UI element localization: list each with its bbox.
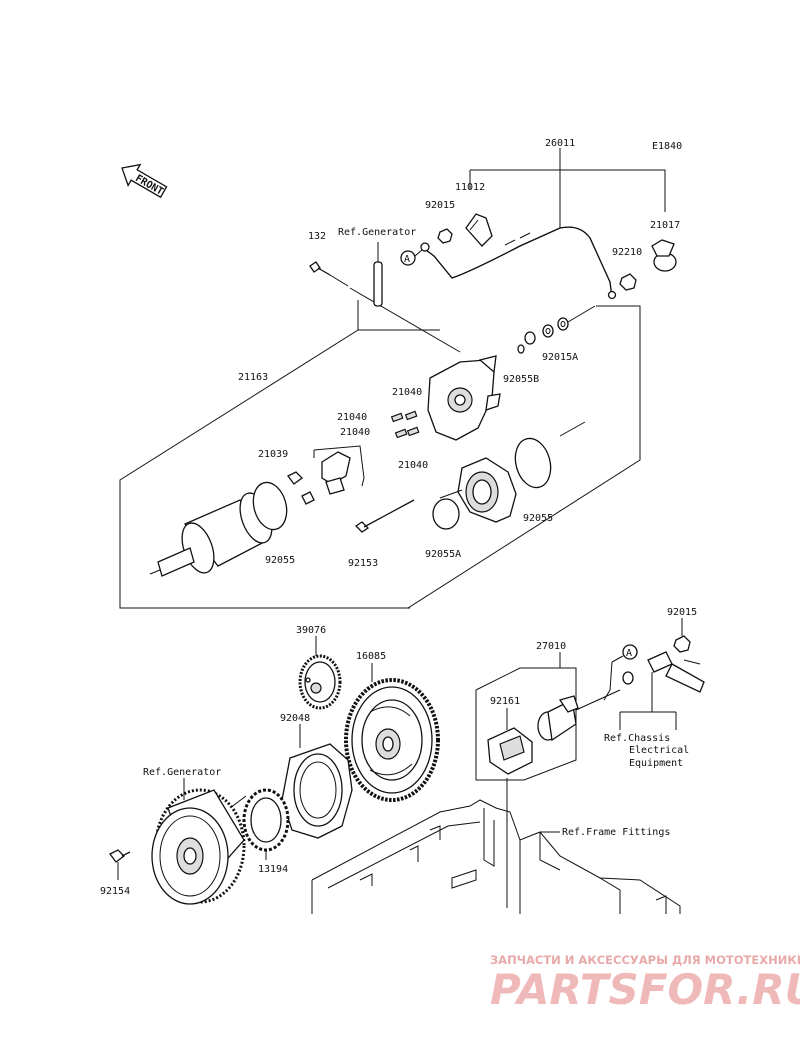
nut-92015-right [673, 635, 691, 653]
label-ref-chassis-1: Ref.Chassis [604, 733, 670, 744]
starter-motor-body [149, 492, 273, 577]
front-housing [432, 421, 586, 530]
part-labels: 26011 11012 92015 21017 92210 132 Ref.Ge… [100, 138, 697, 897]
label-ref-frame-fittings: Ref.Frame Fittings [562, 827, 670, 838]
svg-text:A: A [626, 648, 632, 659]
clutch-13194 [229, 788, 290, 852]
label-21039: 21039 [258, 449, 288, 460]
label-21040-b: 21040 [337, 412, 367, 423]
relay-cover-92161 [487, 727, 533, 775]
gear-39076 [298, 654, 342, 710]
callout-a-top: A [400, 249, 423, 266]
label-92015-right: 92015 [667, 607, 697, 618]
diagram-code: E1840 [652, 141, 682, 152]
label-92161: 92161 [490, 696, 520, 707]
label-92210: 92210 [612, 247, 642, 258]
label-21040-c: 21040 [340, 427, 370, 438]
nut-92015-top [437, 228, 453, 244]
label-92048: 92048 [280, 713, 310, 724]
relay-box [475, 667, 577, 781]
oring-92055-right [514, 437, 552, 489]
front-arrow-icon: FRONT [121, 163, 168, 199]
label-92153: 92153 [348, 558, 378, 569]
bolt-92154 [109, 849, 131, 880]
label-16085: 16085 [356, 651, 386, 662]
generator-rotor [151, 788, 246, 905]
cap-21017 [651, 239, 677, 272]
label-92055-left: 92055 [265, 555, 295, 566]
label-21040-d: 21040 [398, 460, 428, 471]
gear-16085 [344, 678, 440, 802]
label-13194: 13194 [258, 864, 288, 875]
oring-92055-left [252, 481, 288, 531]
brushes-21040 [390, 410, 420, 439]
cable-terminal-right [603, 651, 705, 730]
label-21017: 21017 [650, 220, 680, 231]
oring-92055B [517, 344, 525, 354]
bolt-92153 [354, 499, 415, 533]
label-11012: 11012 [455, 182, 485, 193]
cable-assembly-26011 [420, 148, 666, 300]
label-92154: 92154 [100, 886, 130, 897]
starter-box [119, 300, 641, 609]
label-92055B: 92055B [503, 374, 539, 385]
label-ref-generator-bottom: Ref.Generator [143, 767, 221, 778]
watermark-brand: PARTSFOR.RU [490, 965, 800, 1014]
bolt-132 [309, 261, 461, 353]
washers-92015A [524, 305, 596, 345]
nut-92210 [619, 273, 637, 291]
oring-92055A [432, 498, 460, 530]
label-27010: 27010 [536, 641, 566, 652]
brush-holder-21039 [287, 445, 365, 505]
label-92015A: 92015A [542, 352, 578, 363]
label-92055A: 92055A [425, 549, 461, 560]
svg-text:A: A [404, 254, 410, 265]
label-21163: 21163 [238, 372, 268, 383]
boot-11012 [465, 213, 493, 247]
callout-a-bottom: A [611, 644, 638, 663]
end-cover [427, 355, 501, 441]
label-26011: 26011 [545, 138, 575, 149]
ref-generator-strap [373, 242, 383, 307]
relay-27010 [537, 689, 621, 742]
label-ref-chassis-3: Equipment [629, 758, 683, 769]
label-92015-top: 92015 [425, 200, 455, 211]
label-21040-a: 21040 [392, 387, 422, 398]
label-92055-right: 92055 [523, 513, 553, 524]
label-132: 132 [308, 231, 326, 242]
frame-outline [311, 799, 681, 914]
watermark: ЗАПЧАСТИ И АКСЕССУАРЫ ДЛЯ МОТОТЕХНИКИ PA… [490, 953, 800, 1014]
plate-92048 [281, 743, 353, 839]
watermark-tagline: ЗАПЧАСТИ И АКСЕССУАРЫ ДЛЯ МОТОТЕХНИКИ [490, 953, 800, 967]
label-ref-generator-top: Ref.Generator [338, 227, 416, 238]
label-ref-chassis-2: Electrical [629, 745, 689, 756]
label-39076: 39076 [296, 625, 326, 636]
